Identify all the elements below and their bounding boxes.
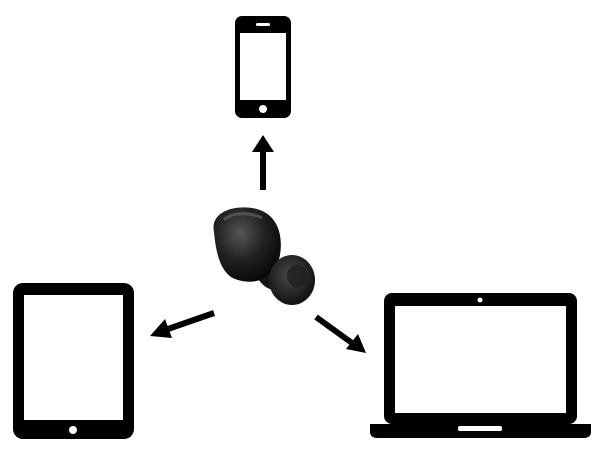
arrow-to-laptop: [314, 314, 366, 353]
tablet-icon: [13, 283, 134, 439]
arrow-to-phone: [252, 135, 274, 190]
wireless-earbud-icon: [213, 207, 315, 305]
laptop-icon: [370, 293, 591, 438]
smartphone-icon: [235, 16, 291, 118]
arrow-to-tablet: [150, 310, 215, 338]
